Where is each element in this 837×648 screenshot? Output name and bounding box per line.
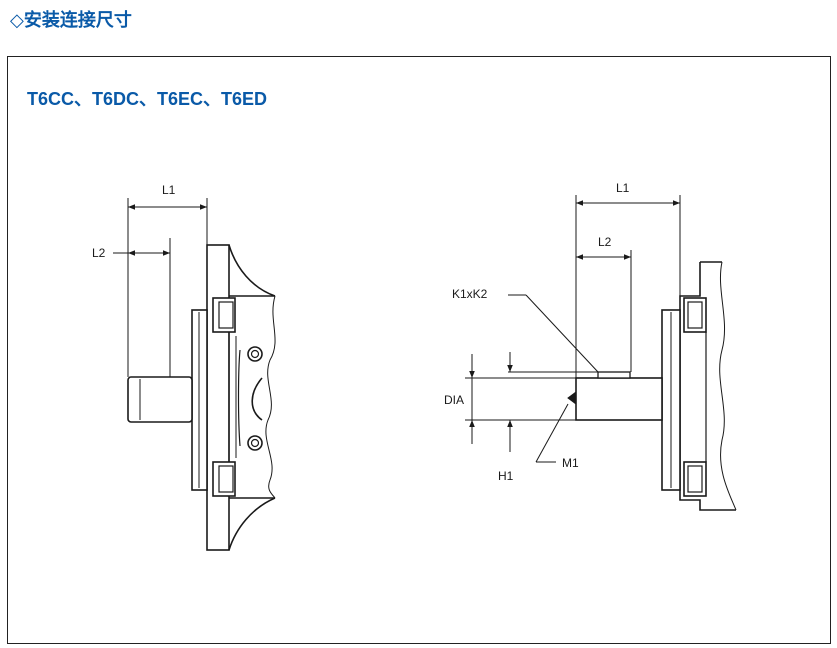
left-l1-label: L1 — [162, 183, 176, 197]
right-l1-label: L1 — [616, 181, 630, 195]
left-pump-side-view — [127, 244, 276, 551]
dia-label: DIA — [444, 393, 464, 407]
right-pump-side-view — [567, 261, 737, 511]
right-dimensions — [465, 195, 681, 463]
section-heading-text: ◇安装连接尺寸 — [10, 10, 132, 30]
drawing-panel — [7, 56, 831, 644]
model-title: T6CC、T6DC、T6EC、T6ED — [27, 89, 268, 109]
m1-label: M1 — [562, 456, 579, 470]
left-l2-label: L2 — [92, 246, 106, 260]
left-dimensions — [113, 198, 208, 377]
right-l2-label: L2 — [598, 235, 612, 249]
h1-label: H1 — [498, 469, 514, 483]
section-heading: ◇安装连接尺寸 — [10, 6, 132, 32]
key-size-label: K1xK2 — [452, 287, 488, 301]
